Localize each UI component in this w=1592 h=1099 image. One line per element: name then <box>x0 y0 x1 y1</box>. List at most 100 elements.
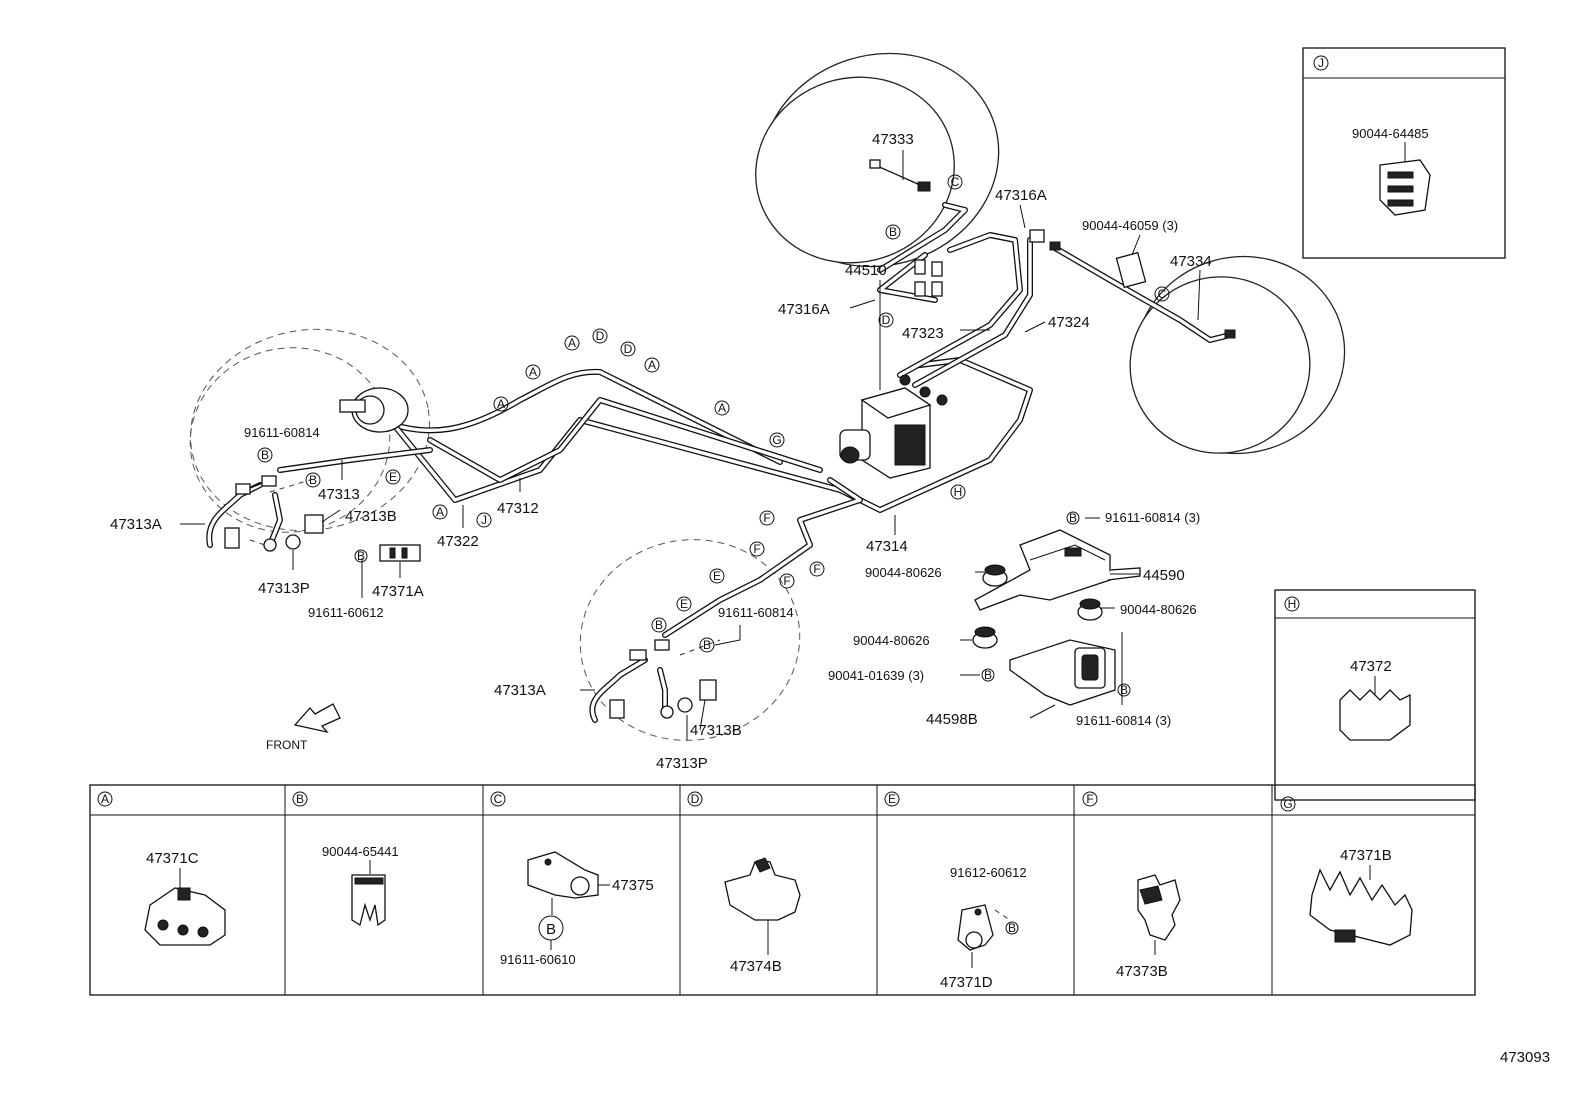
part-labels: 47333 47316A 90044-46059 (3) 47334 47316… <box>110 131 1550 1066</box>
callout-b-90041: B <box>981 668 995 682</box>
label-90044-80626-b: 90044-80626 <box>1120 602 1197 617</box>
front-arrow-icon <box>293 703 341 734</box>
label-91611-60814-left: 91611-60814 <box>244 425 320 440</box>
tire-rear-left <box>1129 255 1346 455</box>
svg-text:E: E <box>713 569 721 583</box>
inset-h: H 47372 <box>1274 589 1476 801</box>
label-47313a-mid: 47313A <box>494 682 546 699</box>
label-47313b-left: 47313B <box>345 508 397 525</box>
label-47312: 47312 <box>497 500 539 517</box>
svg-text:H: H <box>1288 597 1297 611</box>
svg-text:B: B <box>296 792 304 806</box>
svg-text:E: E <box>680 597 688 611</box>
callout-d-1: D <box>592 328 608 344</box>
tube-47333 <box>869 159 931 192</box>
svg-text:B: B <box>357 549 365 563</box>
inset-e: E 91612-60612 B 47371D <box>884 791 1027 991</box>
svg-text:47371C: 47371C <box>146 850 199 867</box>
callout-g: G <box>769 432 785 448</box>
front-left-hose <box>609 639 721 719</box>
label-47324: 47324 <box>1048 314 1090 331</box>
callout-f-3: F <box>779 573 795 589</box>
svg-text:B: B <box>984 668 992 682</box>
svg-text:47372: 47372 <box>1350 658 1392 675</box>
sleeve-90044-46059 <box>1115 251 1147 289</box>
svg-text:F: F <box>1086 792 1093 806</box>
callout-e-1: E <box>709 568 725 584</box>
callout-j: J <box>476 512 492 528</box>
svg-text:J: J <box>1318 56 1324 70</box>
inset-c: C 47375 B 91611-60610 <box>490 791 654 967</box>
svg-text:B: B <box>655 618 663 632</box>
label-91611-60814-mid: 91611-60814 <box>718 605 794 620</box>
callout-b-44590: B <box>1066 511 1080 525</box>
grommets <box>972 564 1103 649</box>
callout-b-44598b: B <box>1117 683 1131 697</box>
svg-text:C: C <box>1158 287 1167 301</box>
svg-text:F: F <box>813 562 820 576</box>
union-fittings <box>914 229 1236 339</box>
label-47371a: 47371A <box>372 583 424 600</box>
svg-text:B: B <box>1069 511 1077 525</box>
label-44510: 44510 <box>845 262 887 279</box>
svg-text:G: G <box>1283 797 1292 811</box>
label-90041-01639: 90041-01639 (3) <box>828 668 924 683</box>
leader-lines <box>180 150 1201 740</box>
inset-g: G 47371B <box>1280 796 1413 946</box>
callout-b-left2: B <box>305 472 321 488</box>
callout-a-5: A <box>714 400 730 416</box>
label-90044-80626-c: 90044-80626 <box>853 633 930 648</box>
clip-47371a <box>379 544 421 562</box>
svg-text:47371B: 47371B <box>1340 847 1392 864</box>
callout-c-top: C <box>947 174 963 190</box>
callout-b-left: B <box>257 447 273 463</box>
callout-a-3: A <box>525 364 541 380</box>
label-47334: 47334 <box>1170 253 1212 270</box>
svg-text:A: A <box>101 792 109 806</box>
label-90044-80626-a: 90044-80626 <box>865 565 942 580</box>
svg-text:B: B <box>703 638 711 652</box>
svg-text:E: E <box>888 792 896 806</box>
callout-a-4: A <box>493 396 509 412</box>
svg-text:F: F <box>763 511 770 525</box>
svg-text:D: D <box>882 313 891 327</box>
svg-text:D: D <box>624 342 633 356</box>
svg-text:A: A <box>648 358 656 372</box>
svg-text:B: B <box>1120 683 1128 697</box>
label-47316a-top: 47316A <box>995 187 1047 204</box>
svg-text:B: B <box>1008 921 1016 935</box>
callout-f-4: F <box>809 561 825 577</box>
callout-a-1: A <box>564 335 580 351</box>
inset-d: D 47374B <box>687 791 801 975</box>
label-47314: 47314 <box>866 538 908 555</box>
callout-b-top: B <box>885 224 901 240</box>
inset-a: A 47371C <box>97 791 226 946</box>
inset-table <box>89 784 1476 996</box>
front-right-hose <box>224 475 324 552</box>
inset-b: B 90044-65441 <box>292 791 399 927</box>
callout-f-2: F <box>749 541 765 557</box>
label-44590: 44590 <box>1143 567 1185 584</box>
label-90044-46059: 90044-46059 (3) <box>1082 218 1178 233</box>
label-47313p-left: 47313P <box>258 580 310 597</box>
callout-d-2: D <box>620 341 636 357</box>
svg-text:F: F <box>783 574 790 588</box>
callout-e-2: E <box>676 596 692 612</box>
svg-text:F: F <box>753 542 760 556</box>
inset-j: J 90044-64485 <box>1302 47 1506 259</box>
inset-f: F 47373B <box>1082 791 1181 980</box>
master-cylinder <box>339 387 409 433</box>
svg-text:47375: 47375 <box>612 877 654 894</box>
label-front: FRONT <box>266 738 308 752</box>
label-91611-60612: 91611-60612 <box>308 605 384 620</box>
svg-text:C: C <box>494 792 503 806</box>
svg-text:47374B: 47374B <box>730 958 782 975</box>
callout-h: H <box>950 484 966 500</box>
callout-b-mid2: B <box>699 637 715 653</box>
svg-text:A: A <box>497 397 505 411</box>
svg-text:47371D: 47371D <box>940 974 993 991</box>
svg-text:A: A <box>529 365 537 379</box>
diagram-code: 473093 <box>1500 1049 1550 1066</box>
tire-front-left <box>579 539 801 741</box>
